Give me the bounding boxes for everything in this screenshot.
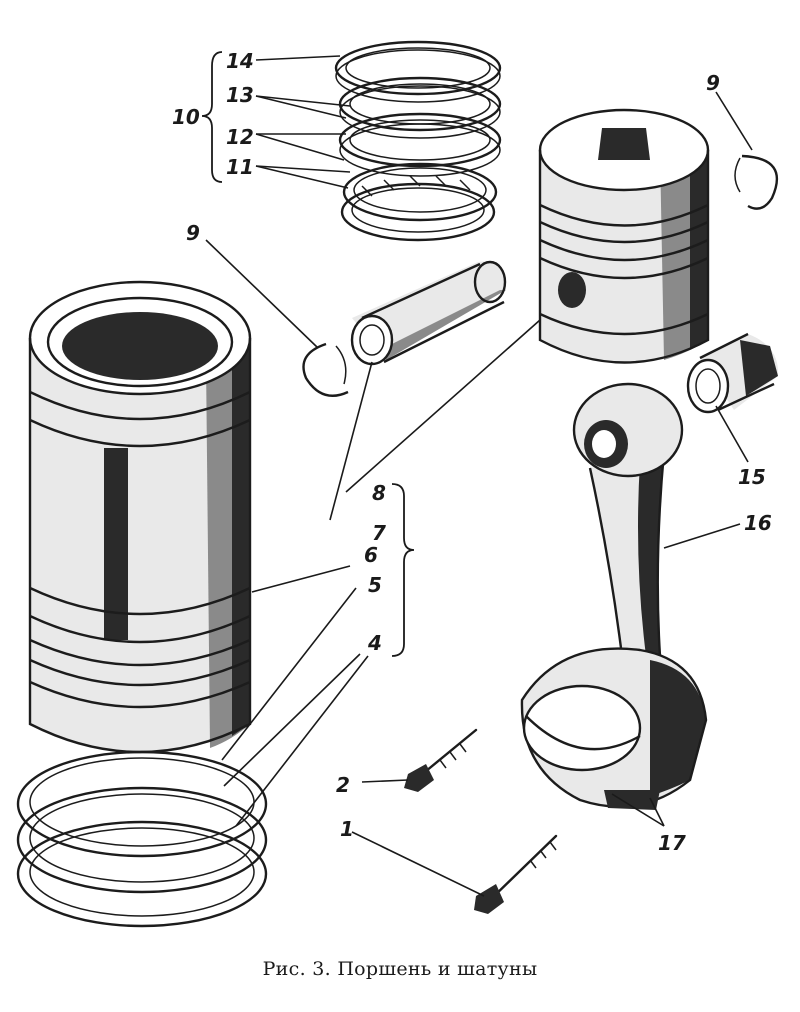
connecting-rod-bushing bbox=[686, 332, 779, 414]
callout-9-right: 9 bbox=[706, 71, 720, 95]
callout-7: 7 bbox=[372, 521, 386, 545]
callout-6: 6 bbox=[364, 543, 378, 567]
callout-8: 8 bbox=[372, 481, 386, 505]
callout-14: 14 bbox=[226, 49, 254, 73]
piston-ring-12 bbox=[338, 112, 502, 177]
piston bbox=[538, 108, 710, 364]
callout-labels: 14 13 10 12 11 9 9 15 16 8 7 6 5 4 2 1 1… bbox=[172, 49, 772, 855]
callout-12: 12 bbox=[226, 125, 254, 149]
callout-16: 16 bbox=[744, 511, 772, 535]
circlip-right bbox=[734, 154, 778, 210]
piston-group-brace bbox=[391, 483, 415, 657]
leader-lines bbox=[205, 55, 753, 897]
connecting-rod-bolt-short bbox=[404, 728, 478, 792]
callout-11: 11 bbox=[226, 155, 254, 179]
ring-set-brace bbox=[201, 51, 223, 183]
callout-15: 15 bbox=[738, 465, 766, 489]
piston-ring-set bbox=[334, 40, 502, 242]
connecting-rod bbox=[520, 382, 708, 810]
callout-10: 10 bbox=[172, 105, 200, 129]
piston-pin bbox=[350, 260, 507, 366]
callout-4: 4 bbox=[367, 631, 382, 655]
callout-9-left: 9 bbox=[186, 221, 200, 245]
callout-13: 13 bbox=[226, 83, 254, 107]
figure-caption: Рис. 3. Поршень и шатуны bbox=[262, 958, 538, 980]
piston-ring-14 bbox=[334, 40, 502, 103]
cylinder-liner bbox=[28, 280, 252, 754]
liner-seal-rings bbox=[16, 750, 268, 928]
callout-17: 17 bbox=[658, 831, 686, 855]
callout-1: 1 bbox=[340, 817, 354, 841]
circlip-left bbox=[302, 342, 349, 397]
callout-2: 2 bbox=[336, 773, 350, 797]
callout-5: 5 bbox=[368, 573, 382, 597]
piston-ring-11 bbox=[340, 162, 498, 242]
connecting-rod-bolt-long bbox=[474, 834, 558, 914]
